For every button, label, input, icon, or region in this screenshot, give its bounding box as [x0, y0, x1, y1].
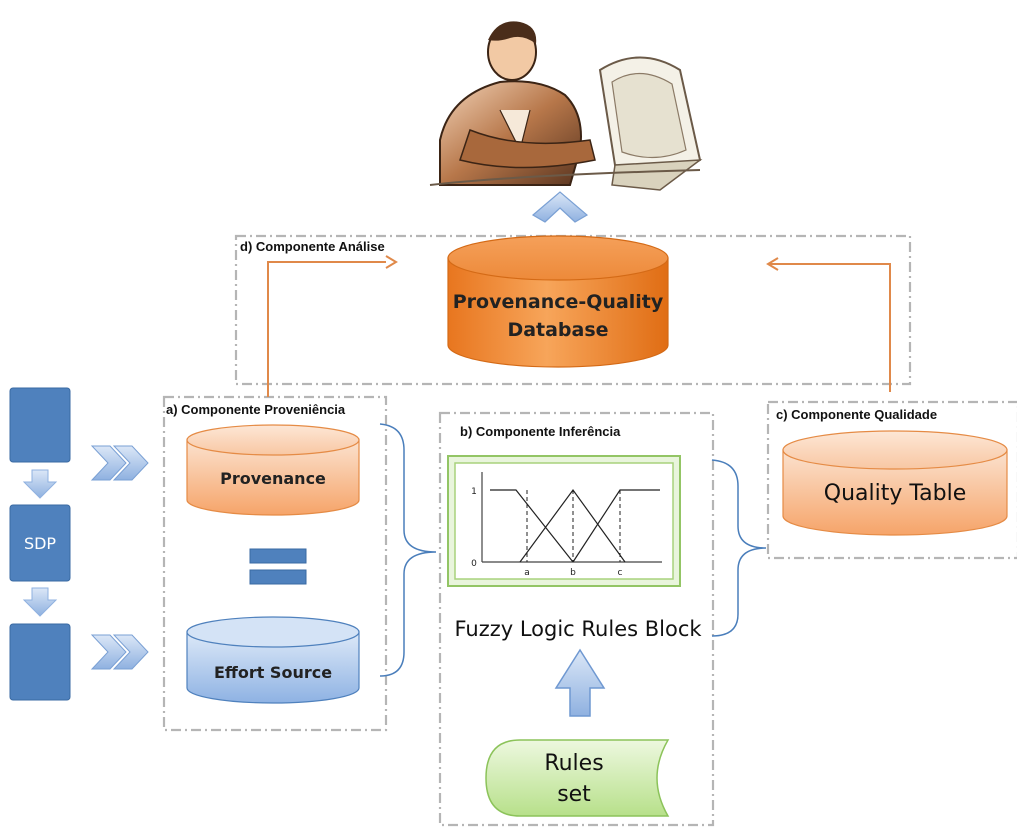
chart-y-tick: 1 — [471, 487, 477, 497]
chevron-right-icon — [90, 634, 149, 670]
provenance-component-label: a) Componente Proveniência — [166, 402, 346, 417]
sdp-label: SDP — [24, 534, 56, 553]
inference-component-border — [438, 411, 715, 827]
right-orange-connector — [766, 257, 891, 392]
rules-set-line1: Rules — [544, 751, 603, 776]
input-block-top — [9, 387, 71, 463]
analysis-component-label: d) Componente Análise — [240, 239, 385, 254]
inference-component-label: b) Componente Inferência — [460, 424, 621, 439]
chart-x-tick: c — [618, 568, 623, 578]
user-at-computer-icon — [429, 21, 703, 191]
effort-source-db-label: Effort Source — [214, 663, 332, 682]
provenance-db-label: Provenance — [220, 469, 326, 488]
analysis-component-border — [234, 234, 912, 386]
chart-x-tick: b — [570, 568, 576, 578]
provenance-database: Provenance — [186, 424, 360, 516]
effort-source-database: Effort Source — [186, 616, 360, 704]
provenance-component-border — [162, 395, 388, 732]
database-label-line2: Database — [507, 319, 608, 341]
arrow-down-icon — [22, 469, 58, 499]
left-orange-connector — [267, 255, 398, 397]
rules-set-line2: set — [557, 782, 591, 807]
quality-table-database: Quality Table — [782, 430, 1008, 536]
fuzzy-logic-block-title: Fuzzy Logic Rules Block — [454, 617, 702, 641]
inference-bracket — [711, 459, 767, 637]
quality-component-label: c) Componente Qualidade — [776, 407, 937, 422]
up-chevron-icon — [531, 191, 589, 223]
arrow-up-icon — [554, 648, 606, 717]
chart-y-tick: 0 — [471, 559, 477, 569]
provenance-bracket — [379, 423, 437, 677]
output-block-bottom — [9, 623, 71, 701]
sdp-block — [9, 504, 71, 582]
chevron-right-icon — [90, 445, 149, 481]
arrow-down-icon — [22, 587, 58, 617]
provenance-quality-database: Provenance-Quality Database — [447, 235, 669, 368]
quality-component-border — [766, 400, 1017, 560]
database-label-line1: Provenance-Quality — [453, 291, 664, 313]
quality-table-label: Quality Table — [824, 481, 967, 506]
rules-set-storage: Rules set — [485, 739, 670, 817]
chart-x-tick: a — [524, 568, 530, 578]
fuzzy-logic-chart: 1 0 a b c — [447, 455, 681, 587]
equals-icon — [249, 548, 307, 585]
